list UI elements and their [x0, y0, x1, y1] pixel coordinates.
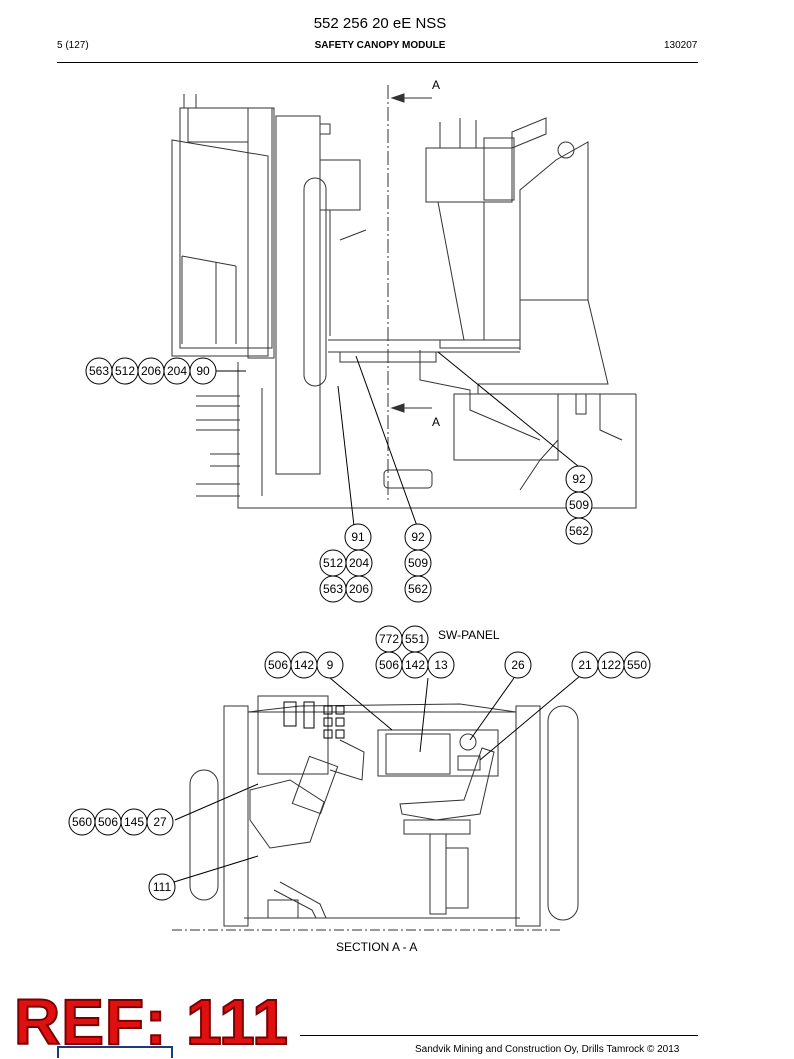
header-rule	[57, 62, 698, 63]
callout-group-9: 506	[268, 658, 288, 672]
document-number: 552 256 20 eE NSS	[313, 15, 447, 32]
leader-lines	[173, 351, 581, 883]
callout-circle	[345, 575, 373, 603]
callout-center-col1: 512	[323, 556, 343, 570]
callout-center-col1: 206	[349, 582, 369, 596]
callout-left-group: 563	[89, 364, 109, 378]
callout-left-group: 204	[167, 364, 187, 378]
callout-center-col2: 509	[408, 556, 428, 570]
callout-circle	[148, 873, 176, 901]
callout-center-col1: 563	[323, 582, 343, 596]
date-code: 130207	[664, 40, 698, 51]
callout-sw-panel: 772	[379, 632, 399, 646]
callout-group-13: 506	[379, 658, 399, 672]
page-title: SAFETY CANOPY MODULE	[314, 40, 446, 51]
callout-group-27: 560	[72, 815, 92, 829]
callout-group-550: 21	[578, 658, 592, 672]
callout-center-col2: 562	[408, 582, 428, 596]
callout-group-13: 142	[405, 658, 425, 672]
callout-item-26: 26	[511, 658, 525, 672]
callout-group-27: 145	[124, 815, 144, 829]
callout-group-27: 506	[98, 815, 118, 829]
callout-bubbles: 563 512 206 204 90 92 509 562 91 512 204 563 206 92 50…	[68, 357, 651, 901]
callout-item-111: 111	[153, 880, 172, 894]
section-title: SECTION A - A	[336, 940, 418, 954]
callout-sw-panel: 551	[405, 632, 425, 646]
upper-view-linework	[171, 85, 637, 509]
footer-copyright: Sandvik Mining and Construction Oy, Dril…	[415, 1044, 680, 1055]
callout-circle	[316, 651, 344, 679]
callout-center-col1: 204	[349, 556, 369, 570]
sw-panel-label: SW-PANEL	[438, 628, 500, 642]
callout-center-col1: 91	[351, 530, 365, 544]
section-marker-bottom: A	[432, 415, 441, 429]
callout-circle	[504, 651, 532, 679]
callout-circle	[146, 808, 174, 836]
callout-right-column: 509	[569, 498, 589, 512]
page-number: 5 (127)	[57, 40, 89, 51]
callout-circle	[623, 651, 651, 679]
footer-rule	[300, 1035, 698, 1036]
callout-left-group: 206	[141, 364, 161, 378]
callout-circle	[427, 651, 455, 679]
callout-left-group: 512	[115, 364, 135, 378]
callout-circle	[565, 517, 593, 545]
section-marker-top: A	[432, 78, 441, 92]
callout-left-group: 90	[196, 364, 210, 378]
callout-group-13: 13	[434, 658, 448, 672]
section-view-linework	[172, 695, 579, 931]
callout-center-col2: 92	[411, 530, 425, 544]
callout-right-column: 562	[569, 524, 589, 538]
callout-group-550: 122	[601, 658, 621, 672]
callout-right-column: 92	[572, 472, 586, 486]
sandvik-logo	[57, 1046, 173, 1058]
callout-circle	[404, 575, 432, 603]
callout-group-9: 9	[327, 658, 334, 672]
callout-circle	[189, 357, 217, 385]
callout-group-27: 27	[153, 815, 167, 829]
callout-group-9: 142	[294, 658, 314, 672]
callout-group-550: 550	[627, 658, 647, 672]
